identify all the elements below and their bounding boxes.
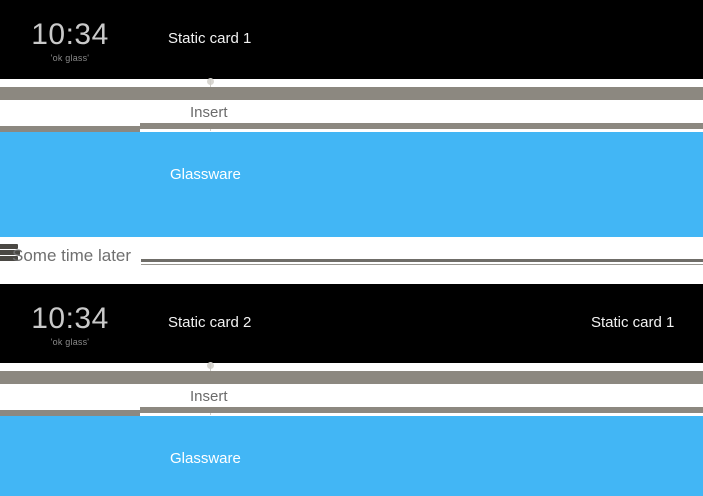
glassware-label: Glassware — [170, 450, 241, 467]
glassware-label: Glassware — [170, 166, 241, 183]
timeline-strip-before: 10:34 'ok glass' Static card 1 — [0, 0, 703, 79]
card-label-static-card-1-shifted: Static card 1 — [591, 314, 675, 331]
insert-underline-right-after — [140, 407, 703, 413]
strip-hairline-left-2 — [0, 85, 213, 87]
time-break-label: Some time later — [12, 246, 132, 265]
timeline-strip-after: 10:34 'ok glass' Static card 2 Static ca… — [0, 284, 703, 363]
insert-underline-right — [140, 123, 703, 129]
strip-hairline-right-after — [213, 365, 703, 367]
glass-clock-before: 10:34 'ok glass' — [0, 18, 140, 64]
gray-divider-after — [0, 371, 703, 384]
insert-label: Insert — [190, 104, 228, 121]
insert-row-before: Insert — [0, 100, 703, 126]
glassware-panel-after: Glassware — [0, 416, 703, 496]
clock-voice-hint: 'ok glass' — [50, 337, 90, 347]
clock-time: 10:34 — [31, 18, 109, 51]
time-break-rule-thin — [141, 264, 703, 265]
card-stack-icon — [0, 244, 22, 262]
card-label-static-card-1: Static card 1 — [168, 30, 252, 47]
insert-label: Insert — [190, 388, 228, 405]
glassware-panel-before: Glassware — [0, 132, 703, 237]
strip-hairline-left-after — [0, 363, 213, 365]
clock-voice-hint: 'ok glass' — [50, 53, 90, 63]
time-break-row: Some time later — [0, 237, 703, 282]
insert-underline-left-after — [0, 410, 140, 416]
clock-time: 10:34 — [31, 302, 109, 335]
insert-underline-left — [0, 126, 140, 132]
glass-clock-after: 10:34 'ok glass' — [0, 302, 140, 348]
strip-hairline-left — [0, 79, 213, 81]
gray-divider-before — [0, 87, 703, 100]
insert-row-after: Insert — [0, 384, 703, 410]
time-break-rule — [141, 259, 703, 262]
strip-hairline-left-2-after — [0, 369, 213, 371]
card-label-static-card-2: Static card 2 — [168, 314, 252, 331]
strip-hairline-right — [213, 81, 703, 83]
